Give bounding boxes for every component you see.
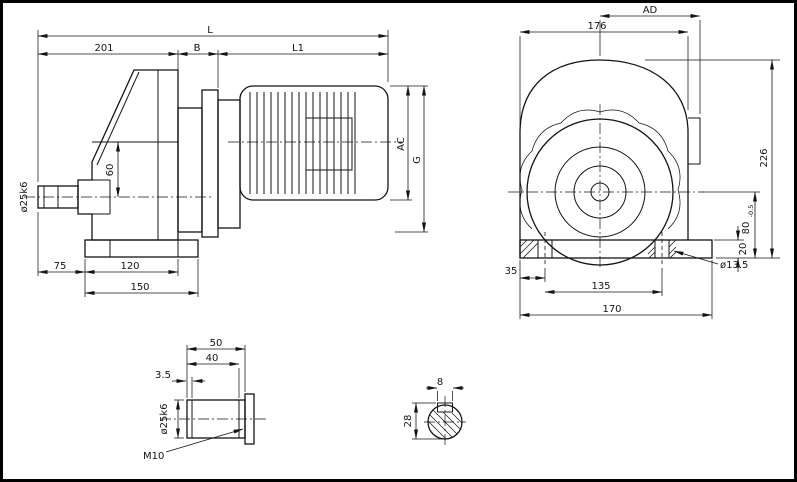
dim-201: 201 bbox=[37, 43, 179, 70]
dim-60-label: 60 bbox=[105, 164, 116, 177]
dim-L-label: L bbox=[207, 25, 213, 36]
key-section-centerlines bbox=[424, 396, 466, 446]
dim-35-label: 35 bbox=[505, 266, 518, 277]
dim-L: L bbox=[37, 25, 389, 182]
dim-60: 60 bbox=[105, 141, 120, 198]
dim-L1-label: L1 bbox=[292, 43, 304, 54]
dim-226: 226 bbox=[645, 59, 780, 259]
dim-170-label: 170 bbox=[602, 304, 621, 315]
dim-3-5-label: 3.5 bbox=[155, 370, 171, 381]
thread-label: M10 bbox=[143, 451, 164, 462]
dim-28-label: 28 bbox=[403, 415, 414, 428]
shaft-detail-diameter: ø25k6 bbox=[159, 399, 184, 439]
dim-170: 170 bbox=[519, 260, 713, 319]
dim-G: G bbox=[395, 85, 428, 233]
dim-50-label: 50 bbox=[210, 338, 223, 349]
shaft-detail-diameter-label: ø25k6 bbox=[159, 404, 170, 435]
dim-75: 75 bbox=[37, 212, 86, 297]
dim-40: 40 bbox=[186, 353, 240, 398]
shaft-detail: 50 40 3.5 ø25k6 M10 bbox=[143, 338, 268, 462]
dim-80-tolerance-label: -0.5 bbox=[747, 205, 755, 218]
dim-80: 80 -0.5 bbox=[702, 191, 760, 259]
front-base-feet bbox=[519, 232, 713, 266]
dim-AC: AC bbox=[390, 85, 428, 201]
gearbox-housing bbox=[77, 69, 179, 241]
cooling-fins bbox=[249, 92, 356, 194]
dim-201-label: 201 bbox=[94, 43, 113, 54]
terminal-box bbox=[305, 117, 353, 171]
hole-diameter-label: ø13.5 bbox=[720, 260, 748, 271]
dim-L1: L1 bbox=[217, 43, 389, 56]
dim-20-label: 20 bbox=[738, 243, 749, 256]
motor-flange bbox=[177, 89, 241, 238]
dim-28: 28 bbox=[403, 402, 444, 440]
dim-AD-label: AD bbox=[643, 5, 658, 16]
shaft-diameter-label: ø25k6 bbox=[19, 182, 30, 213]
front-view: AD 176 226 80 -0.5 20 bbox=[505, 5, 780, 319]
dim-50: 50 bbox=[186, 338, 246, 398]
motor-body bbox=[239, 85, 389, 201]
dim-176: 176 bbox=[519, 21, 689, 128]
dim-176-label: 176 bbox=[587, 21, 606, 32]
thread-callout: M10 bbox=[143, 428, 244, 462]
dim-226-label: 226 bbox=[759, 148, 770, 167]
flange-notch bbox=[688, 117, 701, 165]
dim-B-label: B bbox=[194, 43, 201, 54]
dim-150-label: 150 bbox=[130, 282, 149, 293]
dim-20: 20 bbox=[714, 226, 749, 272]
side-view: L 201 B L1 60 AC G bbox=[19, 25, 428, 297]
dim-135-label: 135 bbox=[591, 281, 610, 292]
dim-AC-label: AC bbox=[396, 137, 407, 151]
dim-8-label: 8 bbox=[437, 377, 443, 388]
dim-3-5: 3.5 bbox=[155, 370, 205, 398]
section-hatching bbox=[519, 239, 677, 259]
dim-8: 8 bbox=[426, 377, 464, 401]
dim-120-label: 120 bbox=[120, 261, 139, 272]
housing-outline bbox=[519, 59, 701, 259]
hole-diameter-callout: ø13.5 bbox=[673, 250, 748, 271]
dim-35: 35 bbox=[505, 260, 546, 319]
dim-135: 135 bbox=[544, 268, 663, 296]
dim-75-label: 75 bbox=[54, 261, 67, 272]
dim-120: 120 bbox=[84, 259, 179, 276]
front-view-centerlines bbox=[508, 104, 704, 268]
dim-B: B bbox=[177, 43, 219, 88]
dim-G-label: G bbox=[412, 156, 423, 164]
mounting-base bbox=[84, 239, 199, 258]
side-view-centerlines bbox=[24, 141, 402, 198]
dim-150: 150 bbox=[84, 259, 199, 297]
dim-40-label: 40 bbox=[206, 353, 219, 364]
dim-80-label: 80 bbox=[741, 222, 752, 235]
dim-AD: AD bbox=[599, 5, 701, 114]
key-cross-section: 8 28 bbox=[403, 377, 466, 446]
